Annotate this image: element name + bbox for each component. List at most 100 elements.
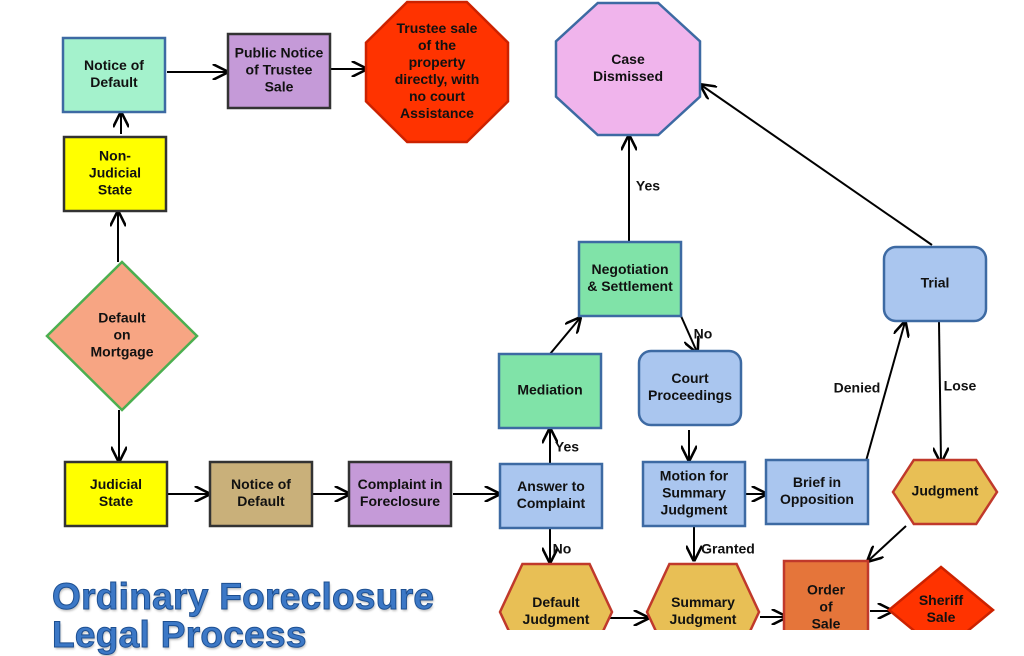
node-label-line: Complaint [517,495,586,511]
node-shape [882,245,988,323]
node-shape [887,565,995,630]
node-label-line: State [98,182,132,198]
node-label-line: Summary [671,594,735,610]
edge-trial-to-judgment: Lose [939,321,977,462]
node-label-line: of the [418,37,456,53]
edge-answer-to-mediation: Yes [550,429,579,463]
node-label-line: Sale [927,609,956,625]
node-shape [208,460,314,528]
edge-brief-to-trial: Denied [834,322,905,462]
node-label-line: Judgment [661,502,728,518]
node-label-line: of Trustee [246,62,313,78]
node-label-line: Notice of [84,57,144,73]
node-label-line: Foreclosure [360,493,440,509]
node-label-line: Trustee sale [397,20,478,36]
node-label-line: Proceedings [648,387,732,403]
node-label-line: Default [90,74,138,90]
node-shape [891,458,999,526]
node-judgment: Judgment [891,458,999,526]
edge-label: Denied [834,380,881,396]
node-label-line: Non- [99,148,131,164]
edge-label: No [694,326,713,342]
node-label-line: State [99,493,133,509]
node-label-line: property [409,54,466,70]
node-label-line: Mediation [517,382,582,398]
edge-arrow [939,321,941,462]
node-label-line: Complaint in [358,476,443,492]
node-shape [764,458,870,526]
node-shape [641,460,747,528]
node-shape [498,462,604,530]
node-label-line: & Settlement [587,278,673,294]
node-label-line: Judgment [912,483,979,499]
node-label-line: directly, with [395,71,480,87]
node-label-line: Dismissed [593,68,663,84]
edge-judgment-to-order-of-sale [868,525,907,561]
node-label-line: Assistance [400,105,474,121]
node-shape [364,0,510,144]
edge-arrow [701,85,933,246]
node-label-line: Judgment [523,611,590,627]
edge-label: No [553,541,572,557]
node-label-line: Court [671,370,709,386]
node-label-line: Mortgage [91,344,154,360]
node-shape [554,1,702,137]
node-label-line: Opposition [780,491,854,507]
node-shape [63,460,169,528]
node-label-line: Order [807,582,846,598]
node-shape [577,240,683,318]
node-mediation: Mediation [497,352,603,430]
node-shape [45,260,199,412]
edge-label: Yes [636,178,660,194]
edge-arrow [865,322,905,462]
node-shape [497,352,603,430]
node-shape [637,349,743,427]
node-label-line: Negotiation [592,261,669,277]
node-label-line: Motion for [660,468,729,484]
diagram-title-line-2: Legal Process [52,614,308,656]
node-shape [782,559,870,630]
node-label-line: Judgment [670,611,737,627]
node-label-line: Judicial [89,165,141,181]
edge-negotiation-to-case-dismissed: Yes [629,136,660,242]
node-label-line: no court [409,88,465,104]
node-shape [498,562,614,630]
node-label-line: Sale [812,616,841,630]
diagram-title: Ordinary Foreclosure [51,576,435,618]
edge-mediation-to-negotiation [549,318,580,355]
node-label-line: Default [237,493,285,509]
edge-motion-to-summary-judgment: Granted [694,527,755,560]
node-negotiation: Negotiation& Settlement [577,240,683,318]
edge-arrow [868,525,907,561]
node-label-line: Trial [921,275,950,291]
edge-label: Yes [555,439,579,455]
edge-arrow [680,315,697,352]
edge-label: Granted [701,541,755,557]
edge-label: Lose [944,378,977,394]
node-label-line: Case [611,51,645,67]
node-shape [62,135,168,213]
node-shape [347,460,453,528]
node-shape [226,32,332,110]
node-shape [61,36,167,114]
edge-arrow [549,318,580,355]
node-label-line: Brief in [793,474,841,490]
